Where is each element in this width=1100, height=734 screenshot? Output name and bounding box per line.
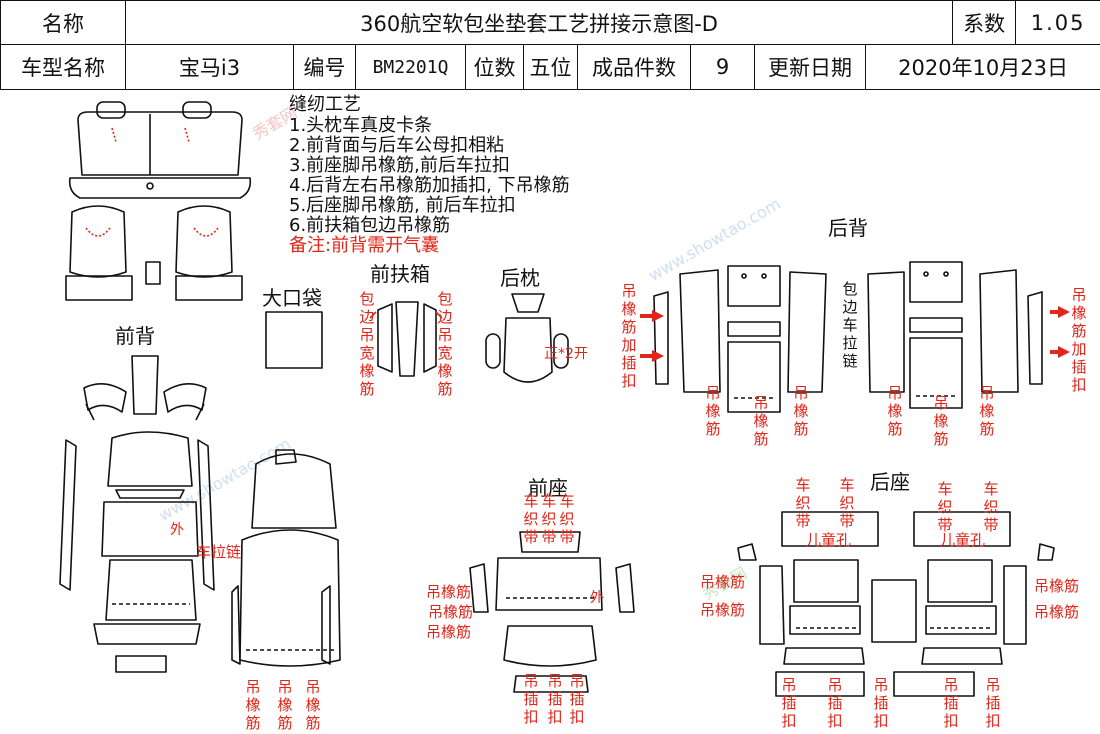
note-edge-hang-wide-elastic: 包边吊宽橡筋 [437,290,453,398]
note-webbing: 车织带 [541,492,557,546]
note-hang-buckle: 吊插扣 [547,672,563,726]
note-webbing: 车织带 [559,492,575,546]
front-armrest-pieces [369,301,443,377]
note-hang-elastic: 吊橡筋 [793,384,809,438]
rear-bench-thumbnail [68,101,252,199]
note-outer: 外 [590,590,604,606]
name-label: 名称 [0,0,126,45]
note-hang-elastic-buckle: 吊橡筋加插扣 [621,282,637,390]
section-front-seat: 前座 [528,476,568,500]
note-hang-buckle: 吊插扣 [569,672,585,726]
code-value: BM2201Q [355,44,466,90]
note-outer: 外 [170,522,184,538]
note-hang-buckle: 吊插扣 [943,676,959,730]
note-webbing: 车织带 [983,480,999,534]
header-table: 名称 360航空软包坐垫套工艺拼接示意图-D 系数 1.05 车型名称 宝马i3… [0,0,1100,90]
note-hang-elastic: 吊橡筋 [700,573,746,591]
note-hang-elastic: 吊橡筋 [305,678,321,732]
note-webbing: 车织带 [937,480,953,534]
note-hang-elastic: 吊橡筋 [1034,603,1080,621]
section-rear-seat: 后座 [870,470,910,494]
craft-step-4: 4.后背左右吊橡筋加插扣, 下吊橡筋 [289,175,570,196]
coef-label: 系数 [952,0,1017,45]
front-seat-pieces [469,531,635,693]
note-hang-elastic-buckle: 吊橡筋加插扣 [1071,286,1087,394]
note-hang-elastic: 吊橡筋 [428,603,474,621]
rear-pillow-pieces [485,293,569,383]
note-webbing: 车织带 [795,476,811,530]
note-hang-buckle: 吊插扣 [523,672,539,726]
section-rear-back: 后背 [828,216,868,240]
front-back-pieces [59,355,215,673]
note-hang-elastic: 吊橡筋 [277,678,293,732]
model-value: 宝马i3 [125,44,294,90]
note-hang-buckle: 吊插扣 [781,676,797,730]
note-hang-elastic: 吊橡筋 [933,394,949,448]
pieces-value: 9 [690,44,755,90]
note-hang-buckle: 吊插扣 [873,676,889,730]
date-label: 更新日期 [754,44,866,90]
note-hang-elastic: 吊橡筋 [1034,577,1080,595]
model-label: 车型名称 [0,44,126,90]
note-hang-buckle: 吊插扣 [827,676,843,730]
section-front-armrest: 前扶箱 [370,262,430,286]
section-rear-pillow: 后枕 [500,266,540,290]
note-child-hole: 儿童孔 [940,531,986,549]
big-bag-piece [265,311,323,369]
section-front-back: 前背 [115,324,155,348]
note-hang-elastic: 吊橡筋 [887,384,903,438]
note-edge-zipper: 包边车拉链 [842,280,858,370]
note-webbing: 车织带 [839,476,855,530]
note-hang-elastic: 吊橡筋 [979,384,995,438]
craft-step-2: 2.前背面与后车公母扣相粘 [289,135,505,156]
rear-back-arrows [640,306,1070,362]
seat-value: 五位 [523,44,578,90]
note-hang-elastic: 吊橡筋 [426,623,472,641]
note-webbing: 车织带 [523,492,539,546]
note-hang-buckle: 吊插扣 [985,676,1001,730]
sheet-title: 360航空软包坐垫套工艺拼接示意图-D [124,0,954,45]
code-label: 编号 [293,44,356,90]
craft-step-5: 5.后座脚吊橡筋, 前后车拉扣 [289,195,516,216]
craft-note: 备注:前背需开气囊 [289,235,440,256]
note-hang-elastic: 吊橡筋 [426,583,472,601]
craft-title: 缝纫工艺 [289,94,361,115]
rear-back-right-pieces [867,261,1043,409]
section-big-bag: 大口袋 [262,286,322,310]
front-back-large-panel [231,449,341,667]
front-seat-thumbnails [65,205,243,301]
note-hang-elastic: 吊橡筋 [753,394,769,448]
seat-label: 位数 [465,44,524,90]
note-hang-elastic: 吊橡筋 [245,678,261,732]
note-hang-elastic: 吊橡筋 [700,601,746,619]
note-pillow-cut: 正*2开 [544,346,588,362]
rear-seat-pieces [737,511,1055,697]
note-hang-elastic: 吊橡筋 [705,384,721,438]
pieces-label: 成品件数 [577,44,691,90]
note-child-hole: 儿童孔 [806,531,852,549]
craft-step-1: 1.头枕车真皮卡条 [289,115,433,136]
note-edge-hang-wide-elastic: 包边吊宽橡筋 [359,290,375,398]
craft-step-6: 6.前扶箱包边吊橡筋 [289,215,451,236]
note-zipper: 车拉链 [196,543,242,561]
date-value: 2020年10月23日 [864,44,1100,90]
craft-step-3: 3.前座脚吊橡筋,前后车拉扣 [289,155,510,176]
